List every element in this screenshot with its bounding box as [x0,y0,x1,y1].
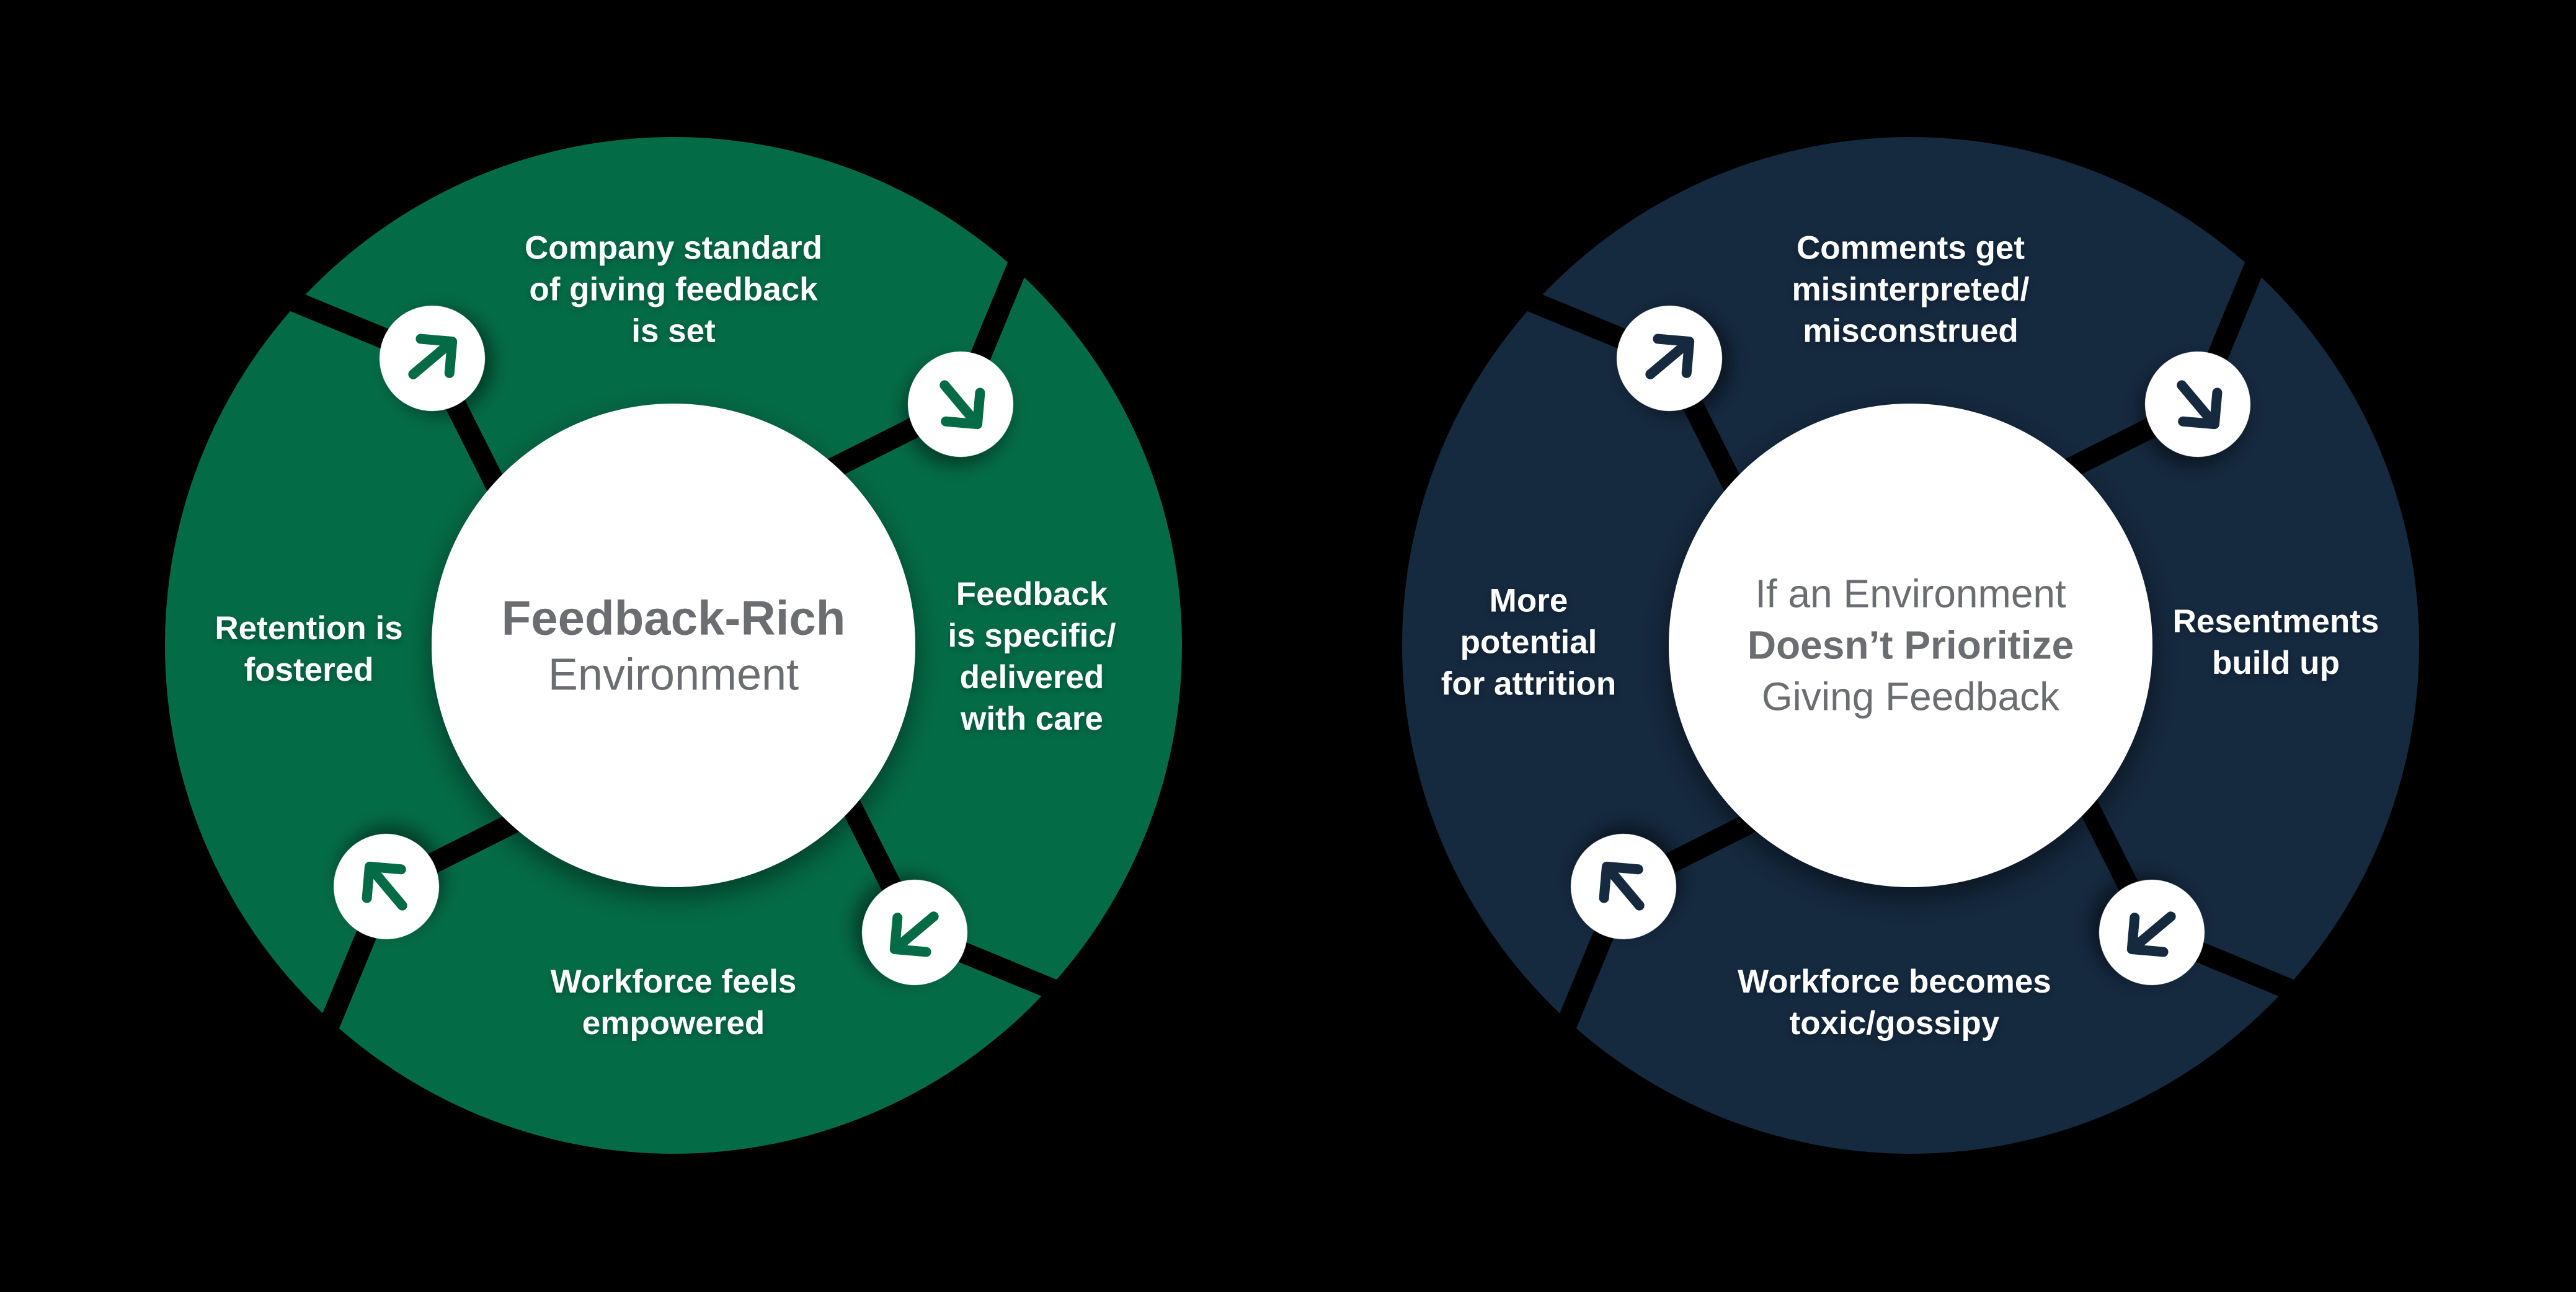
segment-label-bottom: Workforce feels empowered [550,963,797,1042]
arrow-circle-bottom-right [862,880,967,985]
hub-circle [432,404,915,887]
segment-label-top: Comments get misinterpreted/ misconstrue… [1792,229,2030,350]
cycle-title-line: Feedback-Rich [501,590,846,645]
arrow-down-right-icon [2177,380,2223,430]
cycle-title-line: If an Environment [1755,571,2066,616]
arrow-circle-top-left [1617,306,1722,411]
arrow-up-left-icon [362,861,407,911]
cycle-title-line: Environment [548,650,799,700]
negative-cycle-title: If an Environment Doesn’t Prioritize Giv… [1748,569,2074,723]
segment-label-bottom: Workforce becomes toxic/gossipy [1738,963,2051,1042]
segment-label-left: More potential for attrition [1441,582,1617,702]
positive-cycle: Company standard of giving feedback is s… [140,112,1207,1179]
arrow-circle-bottom-left [1571,834,1676,939]
segment-label-right: Resentments build up [2172,603,2379,681]
segment-label-top: Company standard of giving feedback is s… [524,229,823,350]
hub-circle [1669,404,2152,887]
arrow-circle-top-right [908,352,1013,457]
arrow-up-left-icon [1599,861,1645,911]
arrow-down-left-icon [889,911,939,957]
arrow-down-left-icon [2126,911,2176,957]
positive-cycle-title: Feedback-Rich Environment [502,589,846,702]
cycle-title-line: Doesn’t Prioritize [1747,622,2074,668]
arrow-circle-top-left [380,306,485,411]
positive-cycle-graphic [165,137,1182,1154]
arrow-up-right-icon [408,334,458,379]
negative-cycle: Comments get misinterpreted/ misconstrue… [1377,112,2444,1179]
negative-cycle-graphic [1402,137,2419,1154]
segment-label-right: Feedback is specific/ delivered with car… [948,576,1116,737]
arrow-circle-top-right [2145,352,2250,457]
arrow-circle-bottom-left [334,834,439,939]
segment-label-left: Retention is fostered [215,610,403,688]
arrow-circle-bottom-right [2099,880,2205,985]
arrow-up-right-icon [1645,334,1695,379]
cycle-title-line: Giving Feedback [1761,674,2060,719]
arrow-down-right-icon [939,380,985,430]
